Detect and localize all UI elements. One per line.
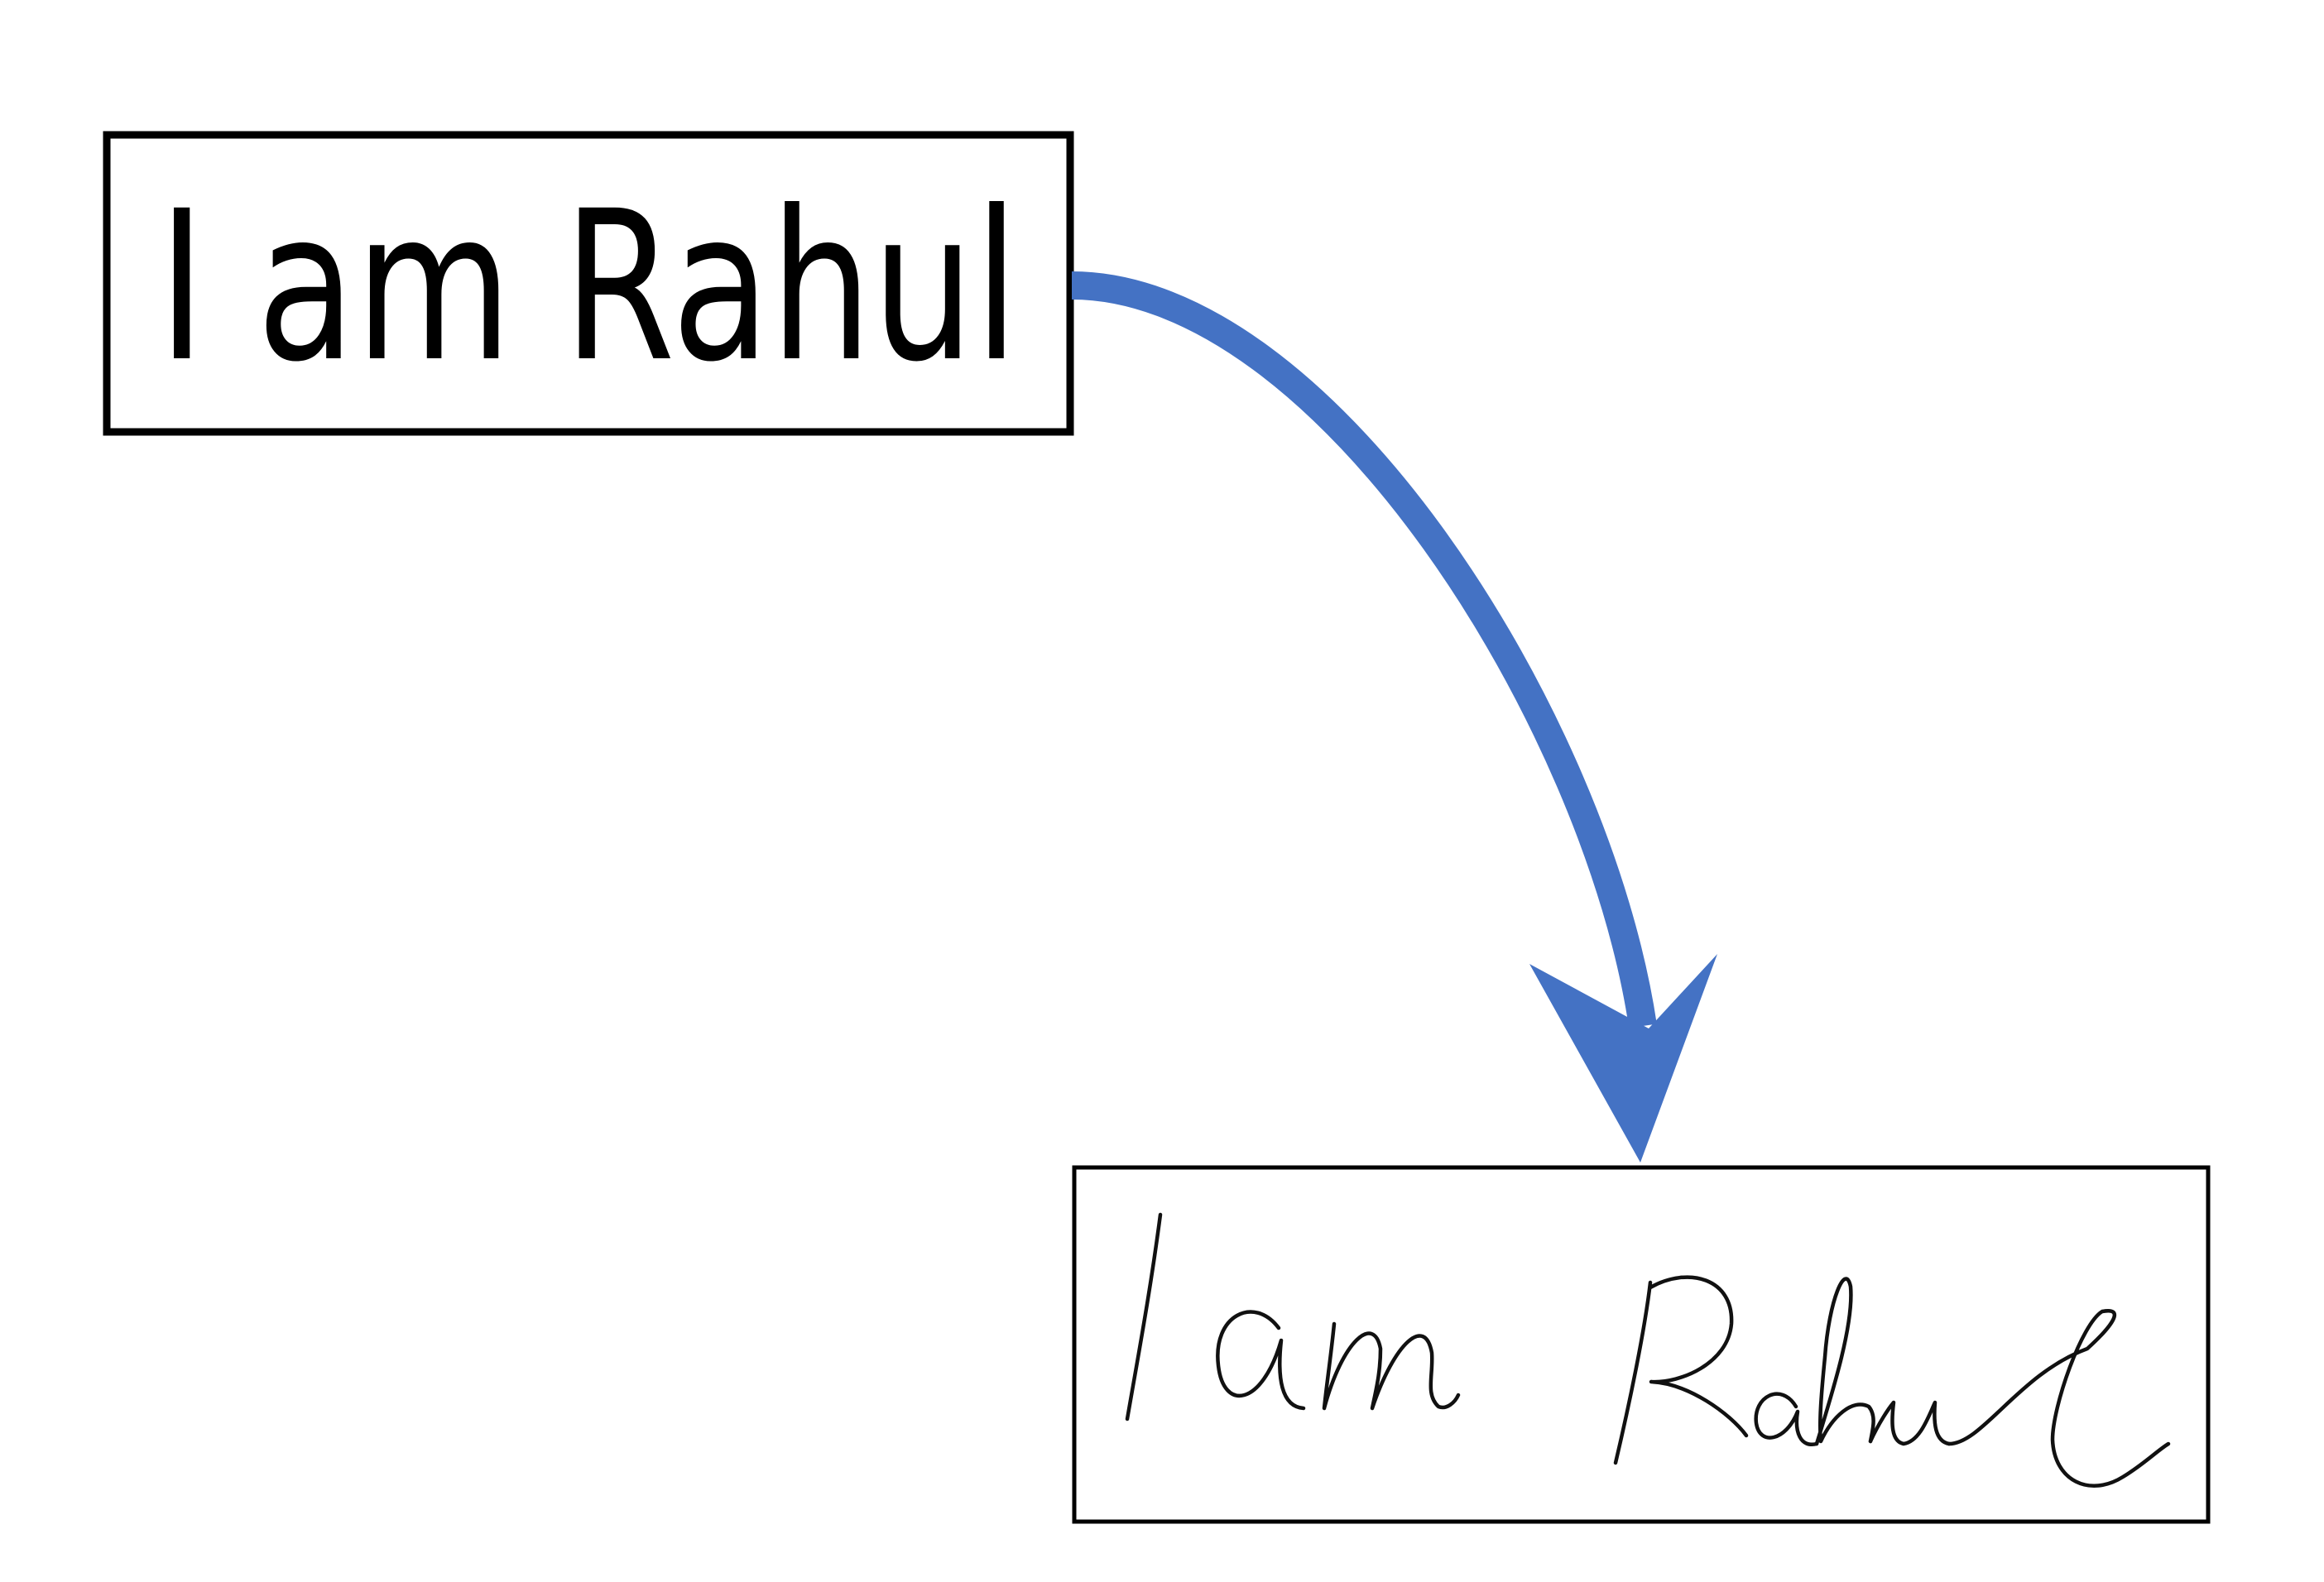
typed-text-box: I am Rahul xyxy=(103,131,1074,436)
handwritten-text-label: I am Rahul xyxy=(1198,1270,2084,1463)
handwritten-signature xyxy=(1125,1212,2171,1488)
conversion-arrow xyxy=(1071,271,1717,1163)
arrow-head-icon xyxy=(1529,954,1717,1163)
typed-text-label: I am Rahul xyxy=(158,166,1019,407)
typed-text-box-border xyxy=(103,131,1074,436)
arrow-shaft xyxy=(1071,271,1657,1028)
handwritten-text-box: I am Rahul xyxy=(1072,1165,2211,1524)
